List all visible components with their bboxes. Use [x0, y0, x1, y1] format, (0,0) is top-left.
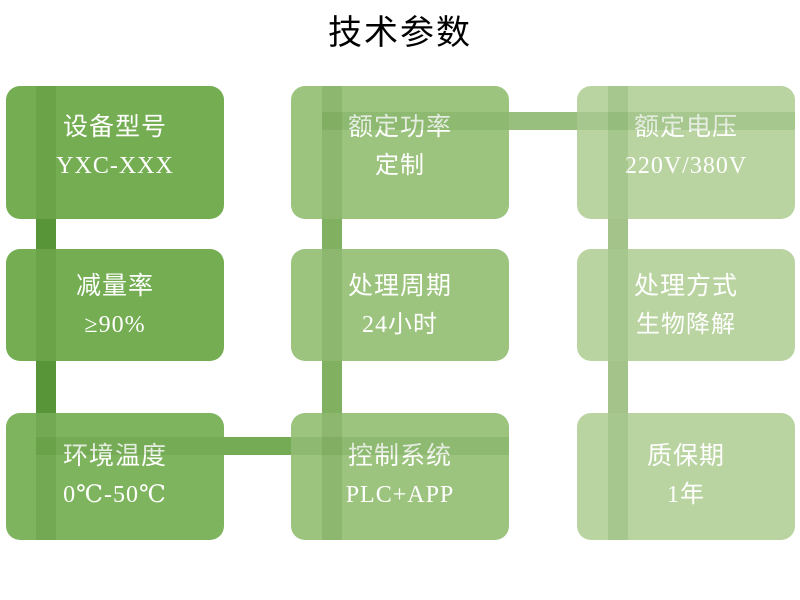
- card-reduction-rate[interactable]: 减量率 ≥90%: [6, 249, 224, 361]
- card-value: 24小时: [362, 312, 438, 338]
- card-label: 额定功率: [347, 114, 452, 141]
- page-title: 技术参数: [328, 15, 472, 52]
- card-value: 1年: [667, 482, 705, 508]
- card-value: PLC+APP: [345, 482, 455, 508]
- card-label: 处理方式: [633, 273, 738, 300]
- card-rated-voltage[interactable]: 额定电压 220V/380V: [577, 86, 795, 219]
- card-label: 减量率: [75, 273, 154, 300]
- card-value: 生物降解: [636, 312, 736, 338]
- card-control-system[interactable]: 控制系统 PLC+APP: [291, 413, 509, 540]
- card-label: 控制系统: [347, 443, 452, 470]
- card-value: ≥90%: [84, 312, 146, 338]
- card-value: 220V/380V: [624, 153, 748, 179]
- card-warranty-period[interactable]: 质保期 1年: [577, 413, 795, 540]
- card-ambient-temp[interactable]: 环境温度 0℃-50℃: [6, 413, 224, 540]
- card-label: 质保期: [646, 443, 725, 470]
- card-device-model[interactable]: 设备型号 YXC-XXX: [6, 86, 224, 219]
- card-label: 处理周期: [347, 273, 452, 300]
- card-treatment-cycle[interactable]: 处理周期 24小时: [291, 249, 509, 361]
- card-label: 额定电压: [633, 114, 738, 141]
- card-treatment-method[interactable]: 处理方式 生物降解: [577, 249, 795, 361]
- card-value: 定制: [375, 153, 425, 179]
- card-value: 0℃-50℃: [63, 482, 167, 508]
- card-rated-power[interactable]: 额定功率 定制: [291, 86, 509, 219]
- card-label: 设备型号: [62, 114, 167, 141]
- card-value: YXC-XXX: [56, 153, 174, 179]
- card-label: 环境温度: [62, 443, 167, 470]
